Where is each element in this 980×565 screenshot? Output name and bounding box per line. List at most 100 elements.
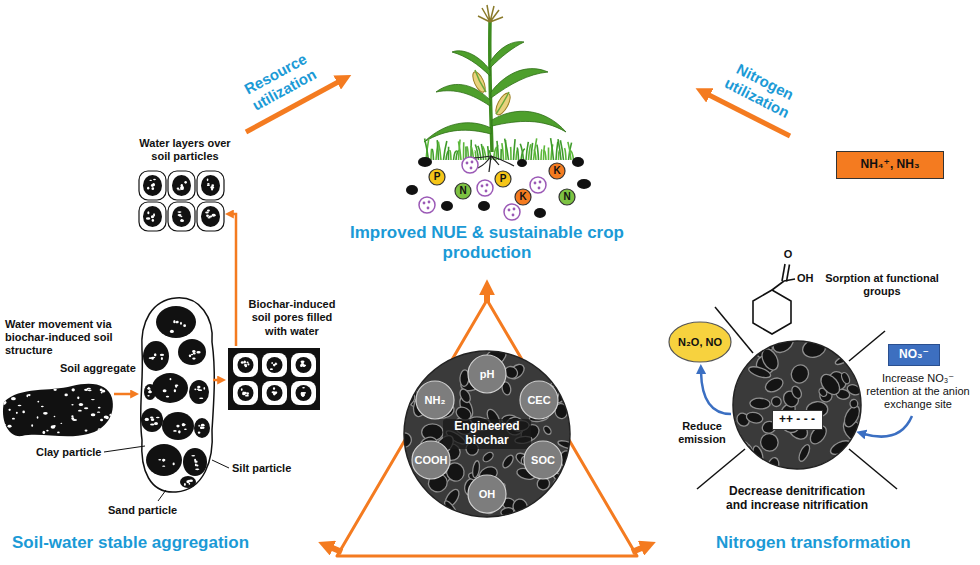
property-circle: COOH (411, 440, 451, 480)
water-movement-soil (12, 418, 15, 420)
soil-aggregate (189, 380, 209, 404)
water-movement-soil (37, 401, 39, 403)
soil-pore-image (273, 392, 275, 394)
water-movement-soil (46, 430, 48, 432)
water-layer-image (168, 202, 195, 231)
ion-box: NH₄⁺, NH₃ (836, 151, 944, 179)
carboxyl-structure (753, 290, 791, 334)
soil-aggregate (141, 298, 215, 492)
biochar-circle-shape (546, 502, 554, 516)
biochar-circle-shape (404, 351, 570, 517)
soil-aggregate (173, 320, 175, 323)
atom-label: OH (797, 272, 814, 285)
nutrient-circle: P (428, 168, 446, 186)
water-movement-soil (1, 379, 117, 442)
nutrient-circle: P (494, 170, 512, 188)
water-layer-image (184, 181, 187, 184)
water-movement-soil (29, 438, 31, 440)
cycle-arrow (701, 372, 731, 414)
water-movement-soil (98, 407, 101, 409)
water-movement-soil (72, 388, 75, 391)
biochar-pore-image (833, 461, 847, 470)
water-layer-image (152, 219, 154, 222)
figure-label: Water movement via biochar-induced soil … (5, 318, 117, 358)
water-movement-soil (54, 416, 56, 418)
grass (483, 146, 486, 160)
ion-box: NO₃⁻ (888, 344, 940, 366)
node-text: P (500, 173, 507, 185)
soil-pore-image (267, 357, 283, 373)
framework-triangle (337, 300, 637, 556)
property-circle: SOC (523, 440, 563, 480)
water-layer-image (201, 175, 220, 196)
water-layer-image (201, 206, 220, 227)
water-movement-soil (11, 397, 16, 400)
grass (541, 149, 542, 160)
water-movement-soil (7, 425, 11, 428)
water-movement-soil (21, 379, 24, 382)
soil-aggregate (191, 455, 195, 456)
water-movement-soil (87, 440, 90, 442)
biochar-circle-shape (442, 499, 460, 521)
microbe (419, 157, 546, 220)
water-layer-image (151, 216, 154, 218)
corn-plant (478, 5, 503, 22)
water-movement-soil (75, 383, 77, 385)
framework-triangle (330, 547, 342, 552)
microbe (538, 187, 541, 190)
soil-aggregate (149, 391, 152, 393)
arrow-label: Nitrogen utilization (713, 54, 810, 127)
section-heading: Soil-water stable aggregation (12, 533, 249, 553)
soil-pore-image (233, 381, 258, 405)
water-layer-image (151, 187, 154, 190)
microbe (428, 201, 431, 204)
water-movement-soil (73, 383, 75, 385)
soil-aggregate (184, 483, 186, 486)
microbe (534, 182, 537, 185)
biochar-circle-shape (542, 425, 552, 436)
soil-pore-image (241, 388, 243, 391)
soil-aggregate (152, 373, 188, 403)
soil-aggregate (191, 354, 193, 356)
figure-label: Biochar-induced soil pores filled with w… (242, 298, 342, 338)
node-text: N₂O, NO (678, 336, 722, 349)
property-circle-shape (468, 355, 506, 393)
water-layer-image (211, 187, 213, 190)
corn-plant (424, 123, 491, 142)
soil-aggregate (180, 476, 196, 488)
soil-pore-image (302, 394, 305, 397)
grass (534, 138, 537, 160)
soil-aggregate (174, 389, 176, 392)
gas-ellipse: N₂O, NO (668, 321, 732, 363)
soil-pore-image (267, 385, 283, 401)
grass (543, 145, 546, 160)
leader-line (104, 446, 229, 501)
water-layer-image (197, 202, 224, 231)
microbe (477, 180, 493, 196)
water-movement-soil (101, 392, 103, 394)
soil-aggregate (156, 306, 196, 338)
grass (517, 147, 518, 160)
nutrient-circle-shape (429, 169, 445, 185)
water-movement-soil (5, 430, 8, 433)
biochar-pore-image (770, 395, 782, 407)
water-movement-soil (78, 437, 80, 439)
water-layer-image (153, 213, 155, 216)
soil-aggregate (148, 391, 152, 393)
soil-aggregate (141, 306, 210, 488)
water-movement-soil (31, 424, 33, 427)
water-layer-image (181, 184, 183, 186)
soil-aggregate (175, 321, 178, 323)
soil-aggregate (166, 396, 169, 398)
property-circle: CEC (519, 380, 559, 420)
water-layer-image (179, 215, 182, 217)
water-layer-image (209, 216, 213, 218)
soil-aggregate (160, 354, 164, 356)
biochar-circle-shape (400, 496, 416, 512)
grass (565, 148, 566, 160)
water-movement-soil (77, 397, 79, 400)
water-movement-soil (84, 407, 88, 409)
grass (432, 149, 433, 160)
water-layer-image (172, 175, 191, 196)
